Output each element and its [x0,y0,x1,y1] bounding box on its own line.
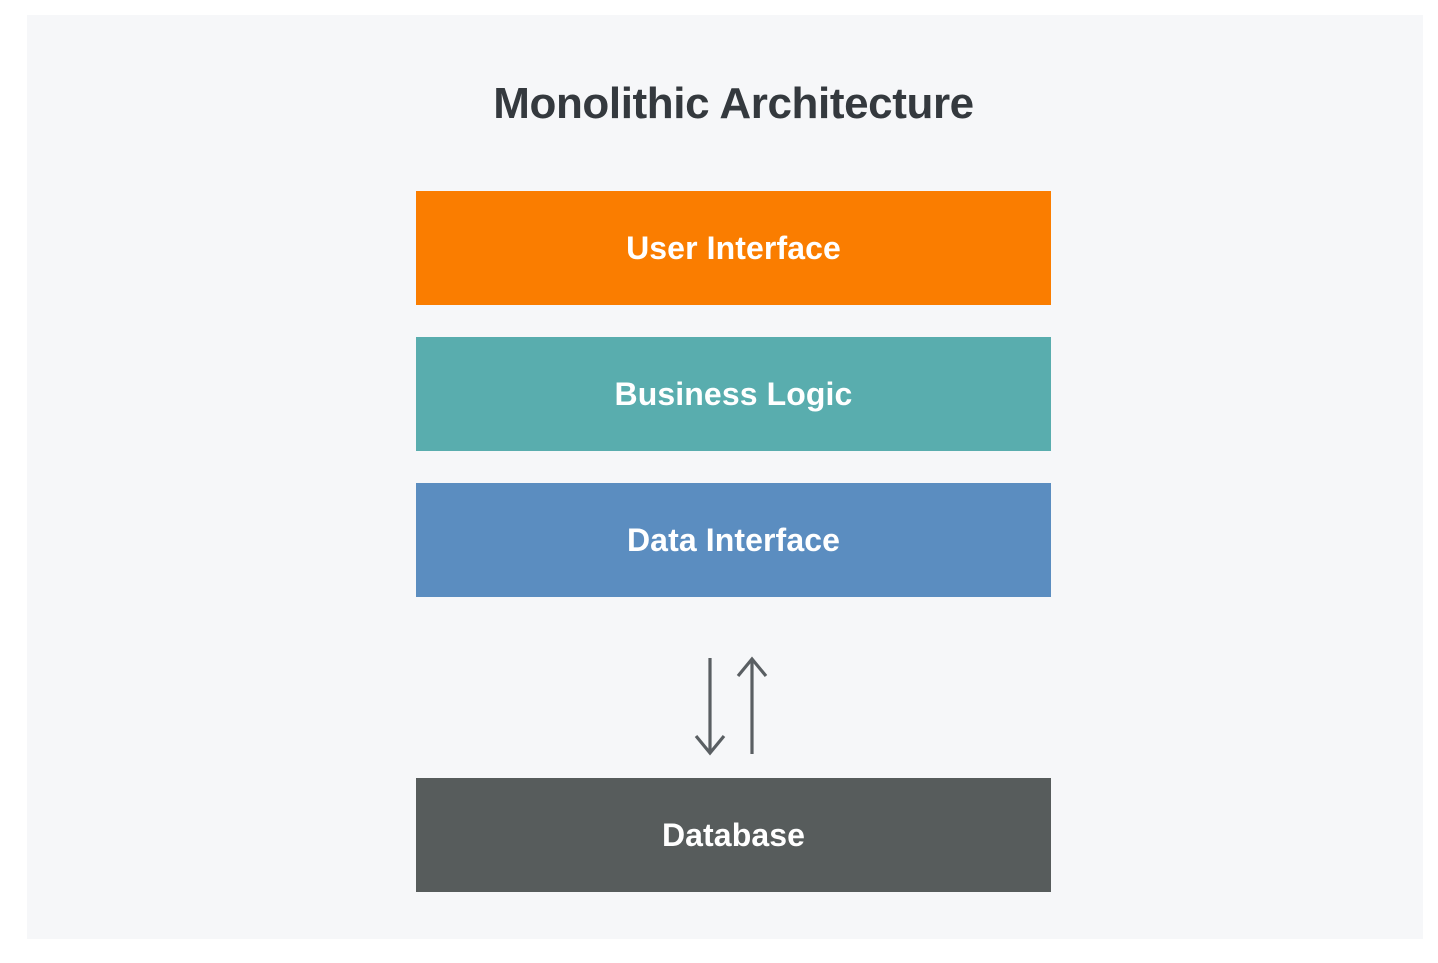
datastore-label-database: Database [661,816,806,853]
layer-block-user-interface[interactable]: User Interface [416,191,1051,305]
layer-block-business-logic[interactable]: Business Logic [416,337,1051,451]
arrow-up-icon [736,656,768,754]
layer-block-data-interface[interactable]: Data Interface [416,483,1051,597]
layer-label-business-logic: Business Logic [614,375,853,412]
page-title: Monolithic Architecture [493,79,974,128]
layer-label-data-interface: Data Interface [626,521,841,558]
diagram-canvas: Monolithic Architecture User Interface B… [27,15,1423,939]
datastore-block-database[interactable]: Database [416,778,1051,892]
connector-arrows [416,648,1051,763]
layer-label-user-interface: User Interface [626,229,841,266]
arrow-down-icon [694,658,726,756]
layer-stack: User Interface Business Logic Data Inter… [416,191,1051,629]
